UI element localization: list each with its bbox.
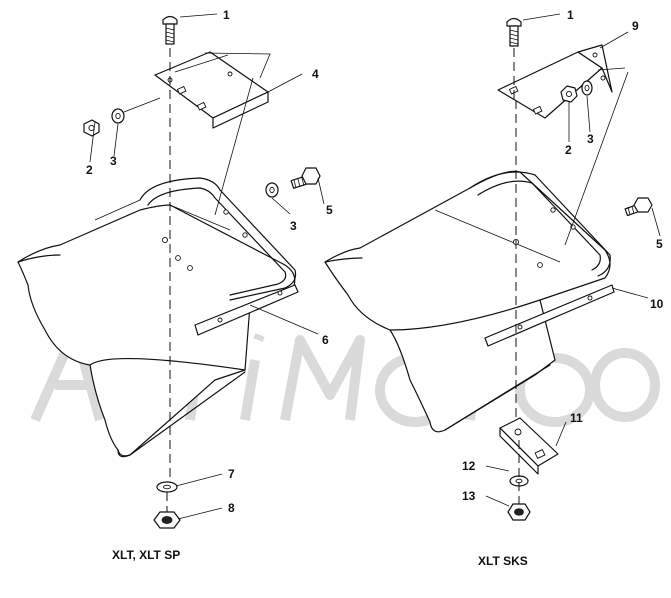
callout-right-3: 3 bbox=[587, 132, 594, 146]
callout-left-3b: 3 bbox=[290, 219, 297, 233]
left-washer-upper bbox=[111, 108, 125, 124]
left-washer-lower bbox=[156, 481, 178, 493]
right-nut bbox=[560, 85, 578, 103]
right-screw bbox=[506, 17, 522, 47]
left-mount-rail bbox=[194, 284, 299, 336]
caption-right: XLT SKS bbox=[478, 554, 528, 568]
callout-left-3a: 3 bbox=[110, 154, 117, 168]
callout-right-13: 13 bbox=[462, 489, 476, 503]
callout-right-10: 10 bbox=[650, 297, 664, 311]
left-bolt bbox=[290, 167, 321, 189]
left-nut-lower bbox=[153, 511, 181, 529]
callout-right-11: 11 bbox=[570, 411, 583, 425]
left-tank-hole bbox=[161, 236, 169, 244]
callout-right-9: 9 bbox=[632, 19, 639, 33]
right-callouts: 1 9 2 3 5 10 11 12 13 bbox=[462, 8, 664, 503]
left-washer-right bbox=[265, 182, 279, 198]
callout-left-5: 5 bbox=[326, 203, 333, 217]
right-assembly bbox=[324, 13, 661, 521]
right-tank-body bbox=[324, 170, 611, 433]
right-rail bbox=[484, 284, 615, 347]
callout-left-2: 2 bbox=[86, 163, 93, 177]
caption-left: XLT, XLT SP bbox=[112, 548, 180, 562]
callout-left-6: 6 bbox=[322, 333, 329, 347]
right-strap bbox=[499, 417, 559, 475]
left-tank-body bbox=[17, 204, 296, 458]
right-bolt bbox=[624, 197, 653, 217]
right-tray-rim bbox=[469, 171, 611, 277]
right-nut-lower bbox=[507, 503, 531, 521]
callout-right-2: 2 bbox=[565, 143, 572, 157]
left-assembly bbox=[17, 13, 325, 529]
callout-left-1: 1 bbox=[223, 8, 230, 22]
left-nut bbox=[83, 119, 100, 137]
callout-right-12: 12 bbox=[462, 459, 476, 473]
callout-left-7: 7 bbox=[228, 467, 235, 481]
callout-left-4: 4 bbox=[312, 67, 319, 81]
left-screw bbox=[162, 15, 178, 45]
left-callouts: 1 4 2 3 3 5 6 7 8 bbox=[86, 8, 333, 515]
callout-left-8: 8 bbox=[228, 501, 235, 515]
callout-right-1: 1 bbox=[567, 8, 574, 22]
right-washer bbox=[581, 80, 593, 96]
callout-right-5: 5 bbox=[656, 237, 663, 251]
left-tray-rim bbox=[139, 177, 297, 301]
